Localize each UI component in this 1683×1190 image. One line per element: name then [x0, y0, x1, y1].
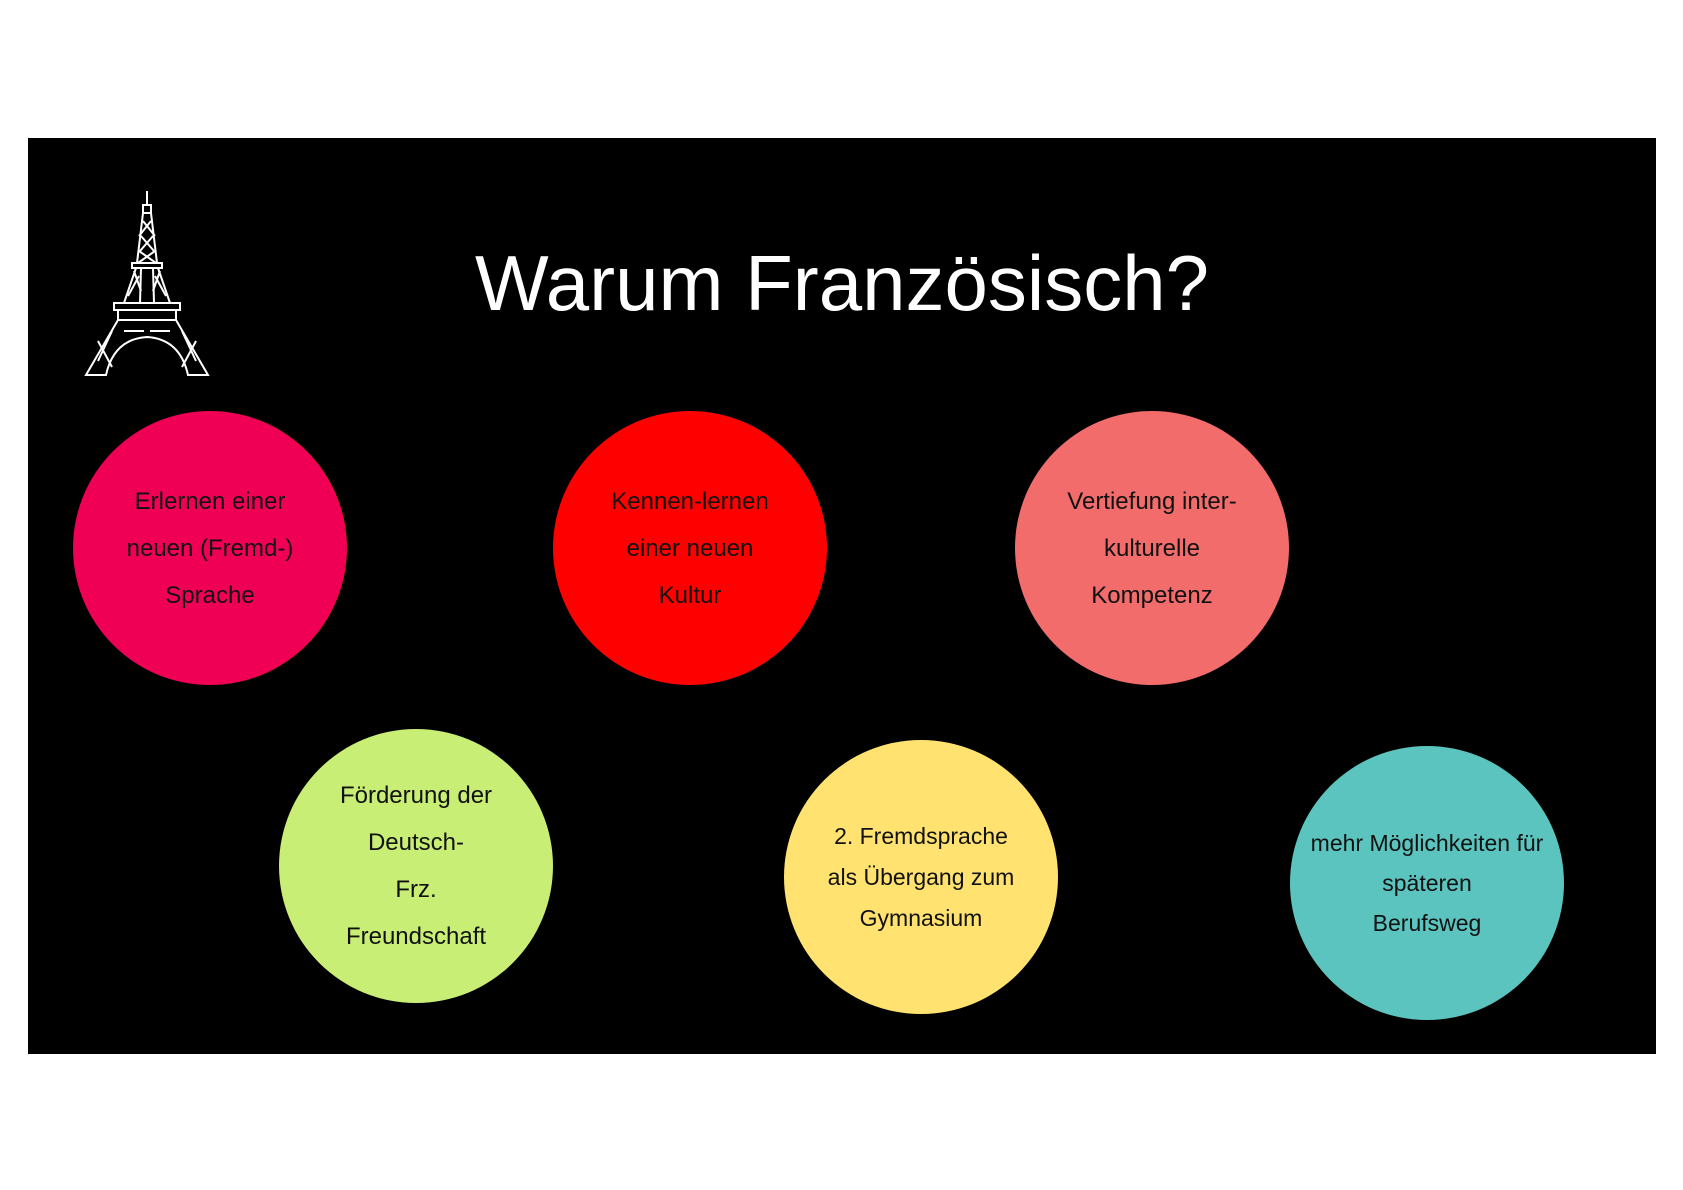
bubble-career: mehr Möglichkeiten für späteren Berufswe… [1290, 746, 1564, 1020]
bubble-text: Erlernen einer [134, 487, 286, 515]
bubble-text: Kompetenz [1091, 581, 1213, 609]
bubble-second-language: 2. Fremdsprache als Übergang zum Gymnasi… [784, 740, 1058, 1014]
bubble-text: Kennen-lernen [611, 487, 769, 515]
slide: Warum Französisch? Erlernen einer neuen … [28, 138, 1656, 1054]
slide-title: Warum Französisch? [475, 239, 1209, 327]
bubble-foreign-language: Erlernen einer neuen (Fremd-) Sprache [73, 411, 347, 685]
bubble-text: Gymnasium [859, 904, 983, 931]
bubble-text: als Übergang zum [827, 863, 1015, 890]
bubble-friendship: Förderung der Deutsch- Frz. Freundschaft [279, 729, 553, 1003]
bubble-text: Vertiefung inter- [1067, 487, 1237, 515]
bubble-intercultural: Vertiefung inter- kulturelle Kompetenz [1015, 411, 1289, 685]
bubble-text: Berufsweg [1372, 910, 1482, 936]
bubble-text: Deutsch- [367, 829, 465, 856]
bubble-text: Förderung der [339, 782, 493, 809]
bubble-text: späteren [1382, 870, 1472, 896]
bubble-text: 2. Fremdsprache [834, 822, 1008, 849]
bubble-text: kulturelle [1103, 534, 1201, 562]
bubble-text: Sprache [165, 581, 255, 609]
bubble-culture: Kennen-lernen einer neuen Kultur [553, 411, 827, 685]
bubble-text: Kultur [658, 581, 722, 609]
bubble-text: Frz. [395, 876, 437, 903]
bubble-text: Freundschaft [345, 923, 487, 950]
bubble-text: einer neuen [626, 534, 754, 562]
eiffel-tower-icon [84, 191, 210, 376]
bubble-text: mehr Möglichkeiten für [1310, 830, 1544, 856]
bubble-text: neuen (Fremd-) [126, 534, 294, 562]
